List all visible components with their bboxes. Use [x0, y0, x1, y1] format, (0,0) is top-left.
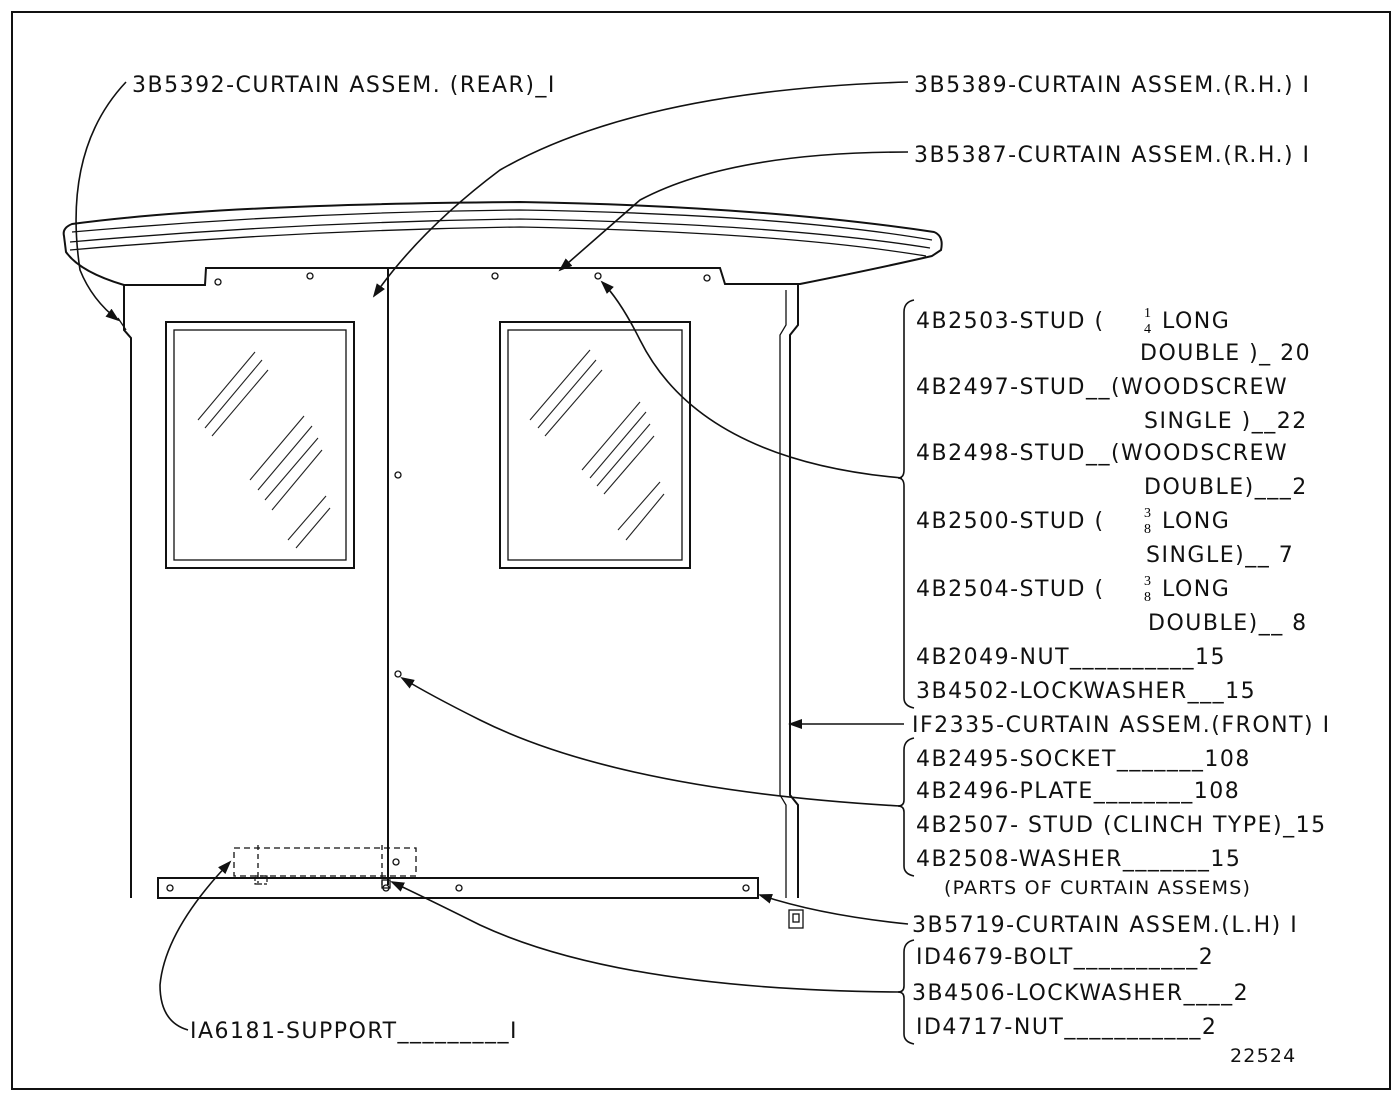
- support-bracket: [233, 845, 417, 885]
- stud-row-4-frac-num: 3: [1144, 506, 1151, 521]
- leader-rh-curtain-1: [372, 81, 909, 298]
- stud-row-6: 4B2049-NUT__________15: [916, 645, 1226, 670]
- front-panel-right-edge: [789, 285, 799, 898]
- label-rh-curtain-1: 3B5389-CURTAIN ASSEM.(R.H.) I: [914, 73, 1311, 98]
- label-rh-curtain-2: 3B5387-CURTAIN ASSEM.(R.H.) I: [914, 143, 1311, 168]
- leader-bolt-group: [390, 881, 901, 993]
- stud-row-5-frac-num: 3: [1144, 574, 1151, 589]
- roof: [62, 200, 943, 286]
- leader-stud-group: [600, 280, 903, 479]
- socket-row-1: 4B2495-SOCKET_______108: [916, 747, 1251, 772]
- stud-row-5: 4B2504-STUD (: [916, 577, 1105, 602]
- leader-lines: [75, 81, 909, 1031]
- stud-row-5-after: LONG: [1162, 577, 1230, 602]
- leader-socket-group: [400, 676, 901, 807]
- label-lh-curtain: 3B5719-CURTAIN ASSEM.(L.H) I: [912, 913, 1298, 938]
- window-left: [165, 321, 355, 569]
- stud-row-4: 4B2500-STUD (: [916, 509, 1105, 534]
- label-rear-curtain: 3B5392-CURTAIN ASSEM. (REAR)_I: [132, 73, 556, 98]
- leader-rear-curtain: [75, 81, 127, 322]
- socket-note: (PARTS OF CURTAIN ASSEMS): [944, 877, 1251, 899]
- brace-socket-group: [897, 737, 915, 877]
- window-right: [499, 321, 691, 569]
- socket-row-2: 4B2496-PLATE________108: [916, 779, 1240, 804]
- socket-parts-list: 4B2495-SOCKET_______108 4B2496-PLATE____…: [916, 747, 1327, 899]
- label-front-curtain: IF2335-CURTAIN ASSEM.(FRONT) I: [912, 713, 1331, 738]
- cab-illustration: [62, 200, 943, 929]
- braces: [897, 299, 915, 1045]
- stud-row-5-cont: DOUBLE)__ 8: [1148, 611, 1308, 636]
- stud-row-3: 4B2498-STUD__(WOODSCREW: [916, 441, 1288, 466]
- bolt-row-1: ID4679-BOLT__________2: [916, 945, 1214, 970]
- stud-row-1-cont: DOUBLE )_ 20: [1140, 341, 1311, 366]
- rear-panel-left-edge: [123, 285, 132, 898]
- drawing-number: 22524: [1230, 1045, 1296, 1067]
- stud-row-2-cont: SINGLE )__22: [1144, 409, 1308, 434]
- bracket: [788, 909, 804, 929]
- bolt-parts-list: ID4679-BOLT__________2 3B4506-LOCKWASHER…: [912, 945, 1249, 1040]
- brace-bolt-group: [897, 939, 915, 1045]
- socket-row-3: 4B2507- STUD (CLINCH TYPE)_15: [916, 813, 1327, 838]
- stud-parts-list: 4B2503-STUD ( 1 4 LONG DOUBLE )_ 20 4B24…: [916, 306, 1311, 704]
- leader-support: [159, 860, 232, 1031]
- stud-row-2: 4B2497-STUD__(WOODSCREW: [916, 375, 1288, 400]
- stud-row-4-cont: SINGLE)__ 7: [1146, 543, 1294, 568]
- stud-row-5-frac-den: 8: [1144, 590, 1151, 605]
- label-support: IA6181-SUPPORT_________I: [190, 1019, 518, 1044]
- socket-row-4: 4B2508-WASHER_______15: [916, 847, 1241, 872]
- stud-row-4-after: LONG: [1162, 509, 1230, 534]
- brace-stud-group: [897, 299, 915, 709]
- stud-row-1: 4B2503-STUD (: [916, 309, 1105, 334]
- stud-row-7: 3B4502-LOCKWASHER___15: [916, 679, 1256, 704]
- bottom-rail: [157, 877, 759, 899]
- leader-rh-curtain-2: [558, 151, 909, 272]
- stud-row-3-cont: DOUBLE)___2: [1144, 475, 1308, 500]
- stud-row-1-frac-num: 1: [1144, 306, 1151, 321]
- leader-lh-curtain: [758, 894, 909, 925]
- sheet-border: [11, 11, 1391, 1090]
- bolt-row-2: 3B4506-LOCKWASHER____2: [912, 981, 1249, 1006]
- stud-row-1-after: LONG: [1162, 309, 1230, 334]
- stud-row-1-frac-den: 4: [1144, 322, 1151, 337]
- bolt-row-3: ID4717-NUT___________2: [916, 1015, 1217, 1040]
- stud-row-4-frac-den: 8: [1144, 522, 1151, 537]
